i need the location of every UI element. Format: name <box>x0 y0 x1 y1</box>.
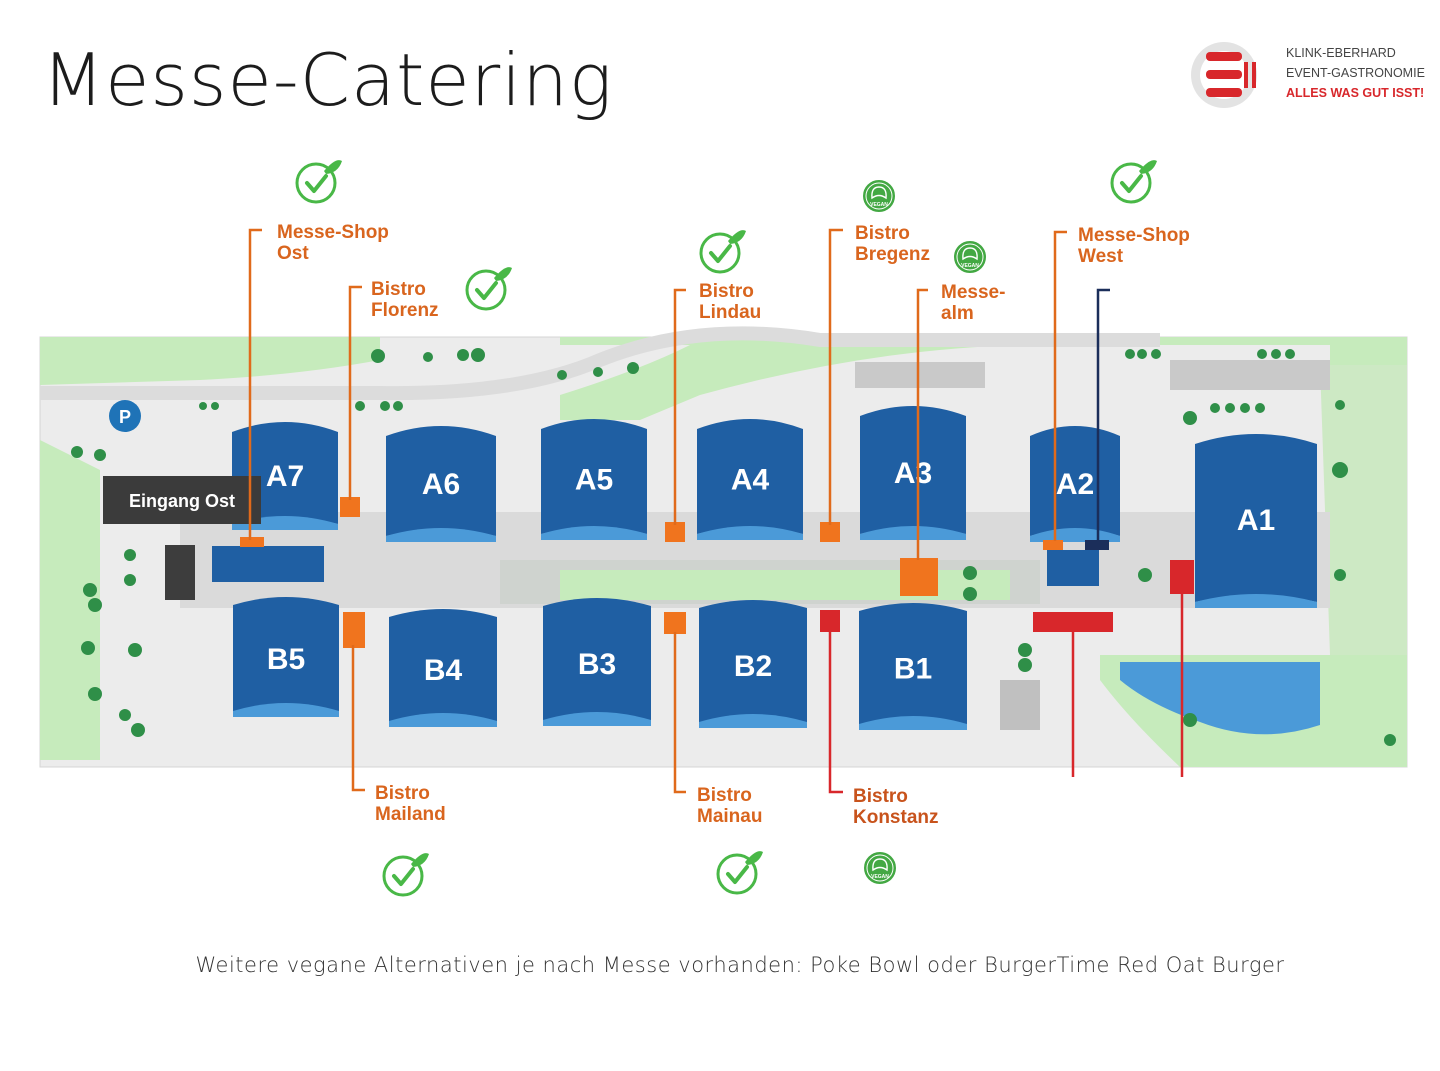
vegan-icon: VEGAN <box>862 850 898 886</box>
check-leaf-icon <box>465 267 512 311</box>
marker-bistro-mailand <box>343 612 365 648</box>
marker-bistro-florenz <box>340 497 360 517</box>
hall-label: B5 <box>267 643 305 676</box>
hall-label: A6 <box>422 468 460 501</box>
marker-bistro-konstanz <box>820 610 840 632</box>
callout-line2: Ost <box>277 243 309 264</box>
red-leader-lines <box>1071 590 1184 777</box>
hall-a6: A6 <box>386 426 496 542</box>
marker-messe-shop-ost <box>240 537 264 547</box>
marker-red-kiosk <box>1170 560 1194 594</box>
hall-b2: B2 <box>699 600 807 728</box>
annex-a7 <box>212 546 324 582</box>
hall-a1: A1 <box>1195 434 1317 608</box>
callout-messealm: Messe-alm <box>941 282 1005 324</box>
callout-line2: Lindau <box>699 302 761 323</box>
callout-line2: Bregenz <box>855 244 930 265</box>
check-leaf-icon <box>716 851 763 895</box>
company-logo: KLINK-EBERHARD EVENT-GASTRONOMIE ALLES W… <box>1186 40 1436 110</box>
hall-label: A3 <box>894 457 932 490</box>
marker-messe-shop-west <box>1043 540 1063 550</box>
marker-bistro-mainau <box>664 612 686 634</box>
west-leader-line <box>1096 288 1110 542</box>
callout-line2: Florenz <box>371 300 439 321</box>
hall-label: A7 <box>266 460 304 493</box>
hall-label: A1 <box>1237 504 1275 537</box>
check-leaf-icon <box>295 160 342 204</box>
hall-b4: B4 <box>389 609 497 727</box>
check-leaf-icon <box>699 230 746 274</box>
marker-bistro-bregenz <box>820 522 840 542</box>
callout-line2: Konstanz <box>853 807 939 828</box>
marker-west-navy <box>1085 540 1109 550</box>
callout-line1: Messe- <box>941 282 1005 303</box>
vegan-icon: VEGAN <box>861 178 897 214</box>
annex-a2 <box>1047 550 1099 586</box>
hall-b5: B5 <box>233 597 339 717</box>
hall-label: B4 <box>424 654 463 687</box>
parking-label: P <box>119 407 131 427</box>
check-leaf-icon <box>382 853 429 897</box>
callout-line1: Messe-Shop <box>277 222 389 243</box>
hall-a4: A4 <box>697 419 803 540</box>
callout-line1: Bistro <box>697 785 752 806</box>
hall-b3: B3 <box>543 598 651 726</box>
vegan-label: VEGAN <box>961 263 979 269</box>
callout-line2: Mailand <box>375 804 446 825</box>
catering-badges: VEGAN VEGAN VEGAN <box>295 160 1157 897</box>
callout-line1: Bistro <box>853 786 908 807</box>
hall-label: A4 <box>731 464 770 497</box>
catering-callouts: Messe-ShopOstBistroFlorenzBistroLindauBi… <box>277 222 1190 828</box>
logo-line-2: EVENT-GASTRONOMIE <box>1286 66 1425 80</box>
callout-line1: Bistro <box>855 223 910 244</box>
location-markers <box>240 497 1194 648</box>
logo-mark-icon <box>1191 42 1257 108</box>
hall-b1: B1 <box>859 603 967 730</box>
marker-messealm <box>900 558 938 596</box>
vegan-icon: VEGAN <box>952 239 988 275</box>
footnote: Weitere vegane Alternativen je nach Mess… <box>195 953 1285 977</box>
hall-label: B2 <box>734 650 772 683</box>
logo-line-1: KLINK-EBERHARD <box>1286 46 1396 60</box>
vegan-label: VEGAN <box>870 202 888 208</box>
hall-label: A2 <box>1056 468 1094 501</box>
callout-line1: Bistro <box>375 783 430 804</box>
callout-line1: Bistro <box>371 279 426 300</box>
entrance-ost: Eingang Ost <box>103 476 261 524</box>
callout-line2: Mainau <box>697 806 762 827</box>
hall-label: B3 <box>578 648 616 681</box>
callout-line1: Bistro <box>699 281 754 302</box>
marker-bistro-lindau <box>665 522 685 542</box>
hall-a2: A2 <box>1030 426 1120 542</box>
callout-line1: Messe-Shop <box>1078 225 1190 246</box>
logo-slogan: ALLES WAS GUT ISST! <box>1286 86 1425 100</box>
entrance-label: Eingang Ost <box>129 491 235 511</box>
trees <box>71 348 1396 746</box>
marker-red-stand <box>1033 612 1113 632</box>
hall-a5: A5 <box>541 419 647 540</box>
hall-label: B1 <box>894 653 932 686</box>
page-title: Messe-Catering <box>42 38 614 122</box>
check-leaf-icon <box>1110 160 1157 204</box>
hall-a3: A3 <box>860 406 966 540</box>
callout-line2: West <box>1078 246 1124 267</box>
callout-leader-lines <box>248 228 1067 794</box>
callout-line2: alm <box>941 303 974 324</box>
vegan-label: VEGAN <box>871 874 889 880</box>
hall-label: A5 <box>575 464 613 497</box>
